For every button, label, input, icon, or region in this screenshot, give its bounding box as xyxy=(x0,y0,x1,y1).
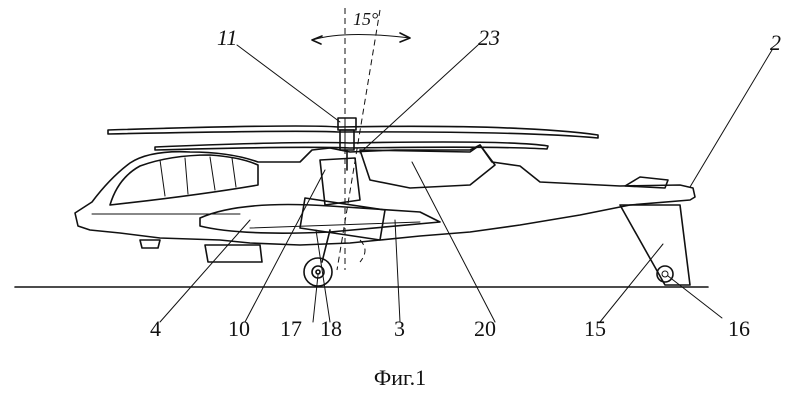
rotor-blades xyxy=(107,119,599,151)
tail-fin xyxy=(619,176,691,286)
label-15: 15 xyxy=(584,316,606,341)
wing-pylon xyxy=(319,157,361,206)
label-18: 18 xyxy=(320,316,342,341)
leader-lines xyxy=(159,44,773,323)
figure-caption: Фиг.1 xyxy=(373,365,427,390)
label-20: 20 xyxy=(474,316,496,341)
sensor-pod xyxy=(139,239,161,249)
label-11: 11 xyxy=(217,25,237,50)
tail-wheel xyxy=(656,265,674,283)
angle-label: 15° xyxy=(353,9,378,29)
fuselage xyxy=(74,144,696,246)
engine-nacelle xyxy=(359,144,496,189)
label-16: 16 xyxy=(728,316,750,341)
label-2: 2 xyxy=(770,30,781,55)
rotor-hub xyxy=(337,117,357,171)
label-17: 17 xyxy=(280,316,302,341)
label-4: 4 xyxy=(150,316,161,341)
label-3: 3 xyxy=(394,316,405,341)
label-10: 10 xyxy=(228,316,250,341)
stub-wing xyxy=(199,197,441,241)
cockpit-canopy xyxy=(109,154,259,206)
label-23: 23 xyxy=(478,25,500,50)
tilt-angle-indicator xyxy=(311,8,411,271)
chin-pod xyxy=(204,244,263,263)
